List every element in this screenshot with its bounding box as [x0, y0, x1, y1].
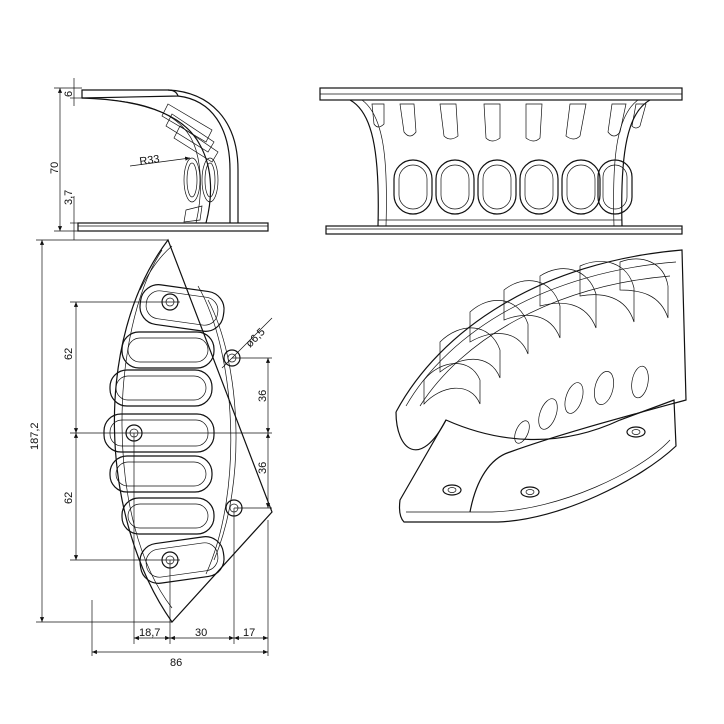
dim-hole-dia: ø6,5	[244, 326, 268, 350]
dim-lower-pitch: 62	[63, 492, 75, 504]
oval-slots	[393, 159, 633, 215]
dim-total-height: 187,2	[29, 422, 41, 450]
iso-ribs	[423, 258, 669, 405]
dim-base: 3,7	[63, 190, 75, 205]
dim-hole-spacing-lower: 36	[257, 462, 269, 474]
front-view	[319, 87, 683, 235]
dim-offset-a: 18,7	[139, 627, 160, 639]
dim-hole-spacing-upper: 36	[257, 390, 269, 402]
dim-radius: R33	[139, 153, 161, 168]
dim-offset-c: 17	[243, 627, 255, 639]
dim-height: 70	[49, 162, 61, 174]
dim-offset-b: 30	[195, 627, 207, 639]
dim-total-width: 86	[170, 657, 182, 669]
dim-upper-pitch: 62	[63, 348, 75, 360]
isometric-view	[395, 249, 687, 523]
side-view	[54, 78, 269, 240]
top-view	[36, 238, 273, 656]
dim-thickness: 6	[63, 91, 75, 97]
